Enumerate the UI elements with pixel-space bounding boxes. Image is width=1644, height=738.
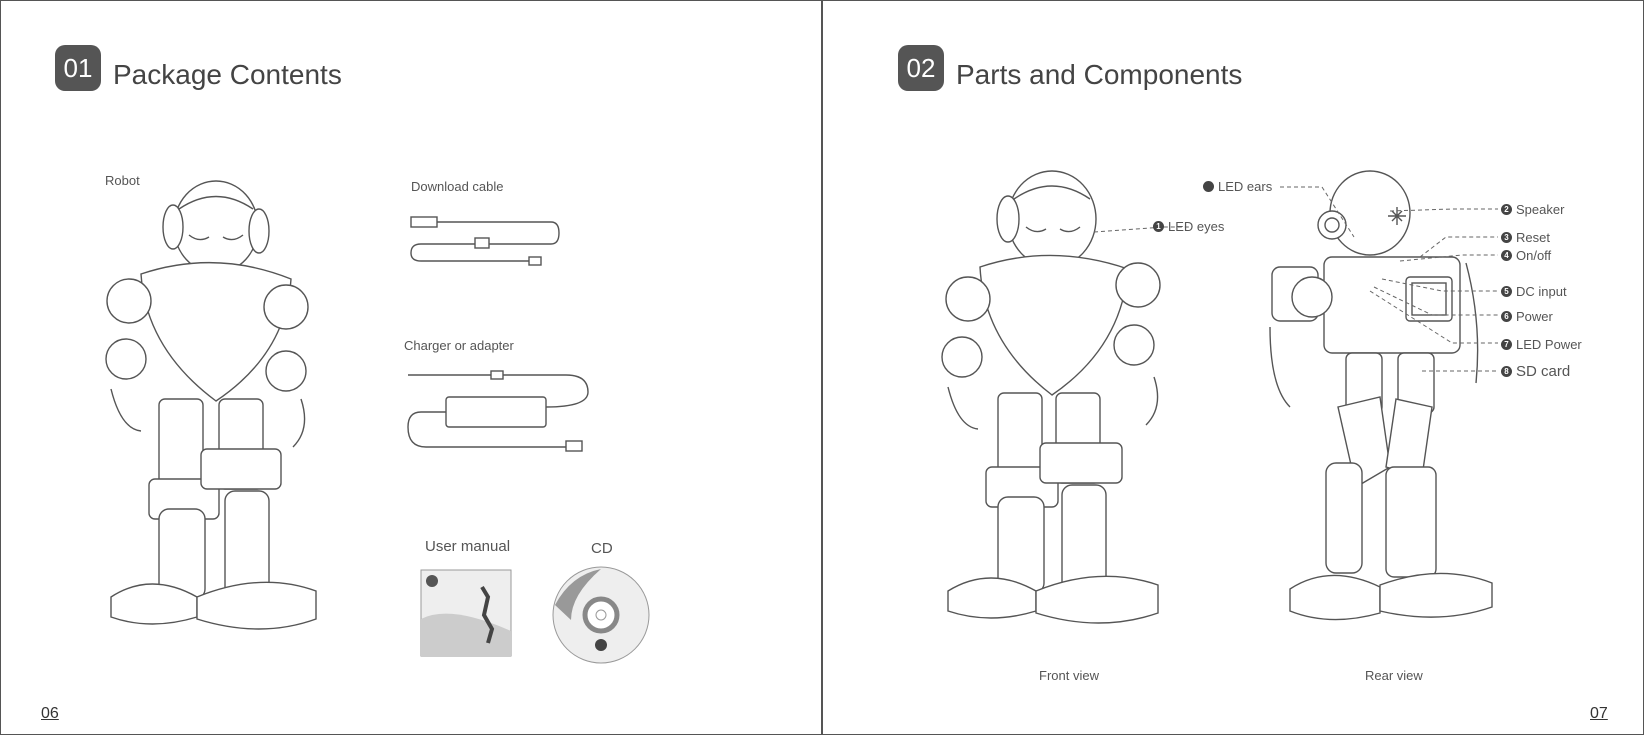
- page-right: 02 Parts and Components: [821, 0, 1644, 735]
- callout-number: 1: [1153, 221, 1164, 232]
- front-view-label: Front view: [1039, 668, 1099, 683]
- callout-onoff: 4 On/off: [1501, 248, 1551, 263]
- callout-led-power: 7 LED Power: [1501, 337, 1582, 352]
- user-manual-label: User manual: [425, 538, 510, 555]
- callout-label: SD card: [1516, 363, 1570, 380]
- callout-number: 2: [1501, 204, 1512, 215]
- rear-view-label: Rear view: [1365, 668, 1423, 683]
- callout-number: 4: [1501, 250, 1512, 261]
- bullet-icon: [1203, 181, 1214, 192]
- page-number-right: 07: [1590, 705, 1608, 723]
- callout-label: Power: [1516, 309, 1553, 324]
- callout-number: 8: [1501, 366, 1512, 377]
- callout-label: Speaker: [1516, 202, 1564, 217]
- callout-label: LED eyes: [1168, 219, 1224, 234]
- callout-label: On/off: [1516, 248, 1551, 263]
- section-number-badge: 01: [55, 45, 101, 91]
- callout-label: DC input: [1516, 284, 1567, 299]
- user-manual-illustration: [420, 569, 512, 657]
- download-cable-label: Download cable: [411, 179, 504, 194]
- callout-number: 5: [1501, 286, 1512, 297]
- callout-speaker: 2 Speaker: [1501, 202, 1564, 217]
- callout-label: LED Power: [1516, 337, 1582, 352]
- robot-front-illustration: [101, 179, 341, 659]
- download-cable-illustration: [409, 211, 559, 271]
- callout-number: 3: [1501, 232, 1512, 243]
- callout-led-eyes: 1 LED eyes: [1153, 219, 1224, 234]
- charger-label: Charger or adapter: [404, 338, 514, 353]
- callout-dc-input: 5 DC input: [1501, 284, 1567, 299]
- callout-number: 7: [1501, 339, 1512, 350]
- cd-label: CD: [591, 540, 613, 557]
- callout-led-ears: LED ears: [1203, 179, 1272, 194]
- callout-number: 6: [1501, 311, 1512, 322]
- callout-sd-card: 8 SD card: [1501, 363, 1570, 380]
- section-title: Package Contents: [113, 59, 342, 91]
- callout-reset: 3 Reset: [1501, 230, 1550, 245]
- charger-illustration: [406, 367, 596, 457]
- callout-label: Reset: [1516, 230, 1550, 245]
- page-left: 01 Package Contents Robot Download ca: [0, 0, 823, 735]
- callout-label: LED ears: [1218, 179, 1272, 194]
- callout-power: 6 Power: [1501, 309, 1553, 324]
- page-number-left: 06: [41, 705, 59, 723]
- cd-illustration: [551, 565, 651, 665]
